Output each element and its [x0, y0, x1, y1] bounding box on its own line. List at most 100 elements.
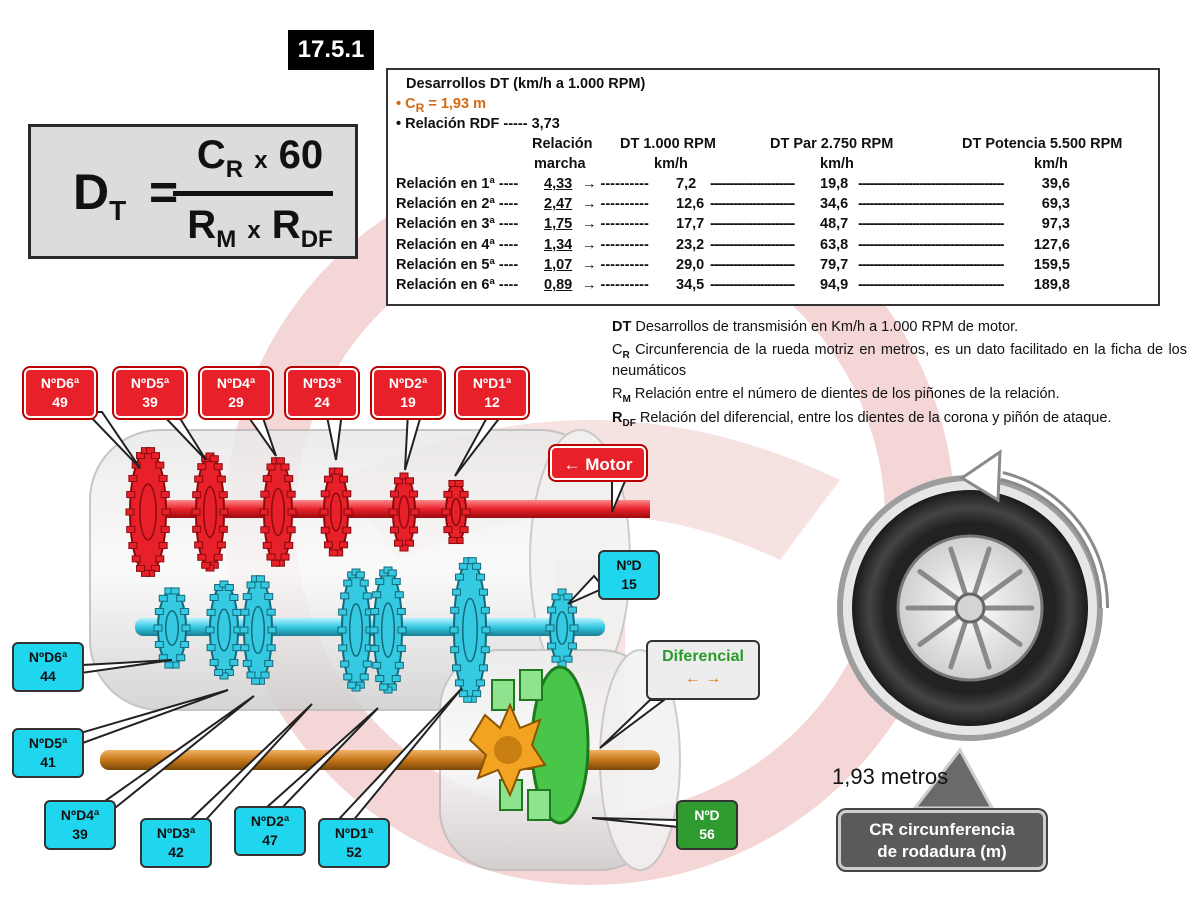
secondary-gear: [369, 566, 407, 694]
secondary-gear: [205, 580, 243, 680]
differential: [100, 665, 660, 825]
differential-callout: Diferencial← →: [646, 640, 760, 700]
secondary-gear: [239, 575, 277, 685]
row-par: 63,8: [820, 236, 849, 253]
legend-dt: DT Desarrollos de transmisión en Km/h a …: [612, 319, 1019, 335]
secondary-gear: [153, 587, 191, 669]
row-par: 48,7: [820, 216, 849, 233]
row-ratio: 1,75: [544, 216, 573, 233]
row-label: Relación en 3ª ----: [396, 216, 519, 233]
row-dt1000: 29,0: [676, 256, 705, 273]
row-leader: ----------------------: [710, 216, 795, 233]
ratios-table: Desarrollos DT (km/h a 1.000 RPM) • CR =…: [386, 68, 1160, 306]
row-ratio: 1,07: [544, 256, 573, 273]
row-ratio: 4,33: [544, 176, 573, 192]
row-label: Relación en 5ª ----: [396, 256, 519, 273]
legend-rdf: RDF Relación del diferencial, entre los …: [612, 410, 1112, 430]
row-par: 34,6: [820, 196, 849, 213]
row-ratio: 2,47: [544, 196, 573, 213]
formula-box: DT = CR x 60 RM x RDF: [28, 124, 358, 259]
header-dt1000: DT 1.000 RPM: [620, 136, 716, 152]
row-leader: ----------------------: [710, 196, 795, 213]
row-leader: ----------------------: [710, 277, 795, 293]
row-leader: ----------------------: [710, 236, 795, 253]
header-par: DT Par 2.750 RPM: [770, 136, 894, 152]
primary-gear: [259, 457, 297, 567]
secondary-gear: [337, 568, 375, 692]
wheel-icon: [837, 475, 1103, 741]
row-leader: → ----------: [582, 196, 649, 213]
row-pot: 69,3: [1041, 196, 1070, 213]
row-leader: --------------------------------------: [858, 196, 1004, 213]
primary-gear: [441, 479, 471, 545]
header-dt1000-unit: km/h: [654, 156, 688, 172]
row-label: Relación en 1ª ----: [396, 176, 519, 192]
row-leader: → ----------: [582, 216, 649, 233]
row-par: 94,9: [820, 277, 849, 293]
row-label: Relación en 6ª ----: [396, 277, 519, 293]
primary-gear: [388, 472, 420, 552]
row-dt1000: 7,2: [676, 176, 697, 192]
formula-fraction-bar: [173, 191, 333, 196]
row-leader: → ----------: [582, 256, 649, 273]
header-par-unit: km/h: [820, 156, 854, 172]
header-pot-unit: km/h: [1034, 156, 1068, 172]
row-label: Relación en 2ª ----: [396, 196, 519, 213]
row-leader: --------------------------------------: [858, 216, 1004, 233]
row-leader: --------------------------------------: [858, 256, 1004, 273]
table-rdf-line: • Relación RDF ----- 3,73: [396, 116, 560, 132]
primary-gear: [191, 452, 229, 572]
row-par: 19,8: [820, 176, 849, 192]
secondary-gear: [449, 557, 491, 703]
secondary-gear: [545, 588, 579, 668]
header-marcha: marcha: [534, 156, 586, 172]
table-cr-line: • CR = 1,93 m: [396, 96, 486, 115]
callout-pointers: [61, 411, 689, 829]
header-relacion: Relación: [532, 136, 593, 152]
row-dt1000: 34,5: [676, 277, 705, 293]
row-dt1000: 12,6: [676, 196, 705, 213]
row-leader: ----------------------: [710, 256, 795, 273]
cr-pointer: [911, 747, 995, 810]
row-ratio: 0,89: [544, 277, 573, 293]
row-leader: --------------------------------------: [858, 236, 1004, 253]
row-pot: 97,3: [1041, 216, 1070, 233]
rotation-arrow-icon: [959, 449, 1110, 609]
header-pot: DT Potencia 5.500 RPM: [962, 136, 1123, 152]
row-ratio: 1,34: [544, 236, 573, 253]
row-leader: --------------------------------------: [858, 277, 1004, 293]
primary-gear: [125, 447, 171, 577]
legend-rm: RM Relación entre el número de dientes d…: [612, 385, 1060, 405]
row-leader: --------------------------------------: [858, 176, 1004, 192]
row-dt1000: 23,2: [676, 236, 705, 253]
legend-cr: CR Circunferencia de la rueda motriz en …: [612, 341, 1187, 379]
row-dt1000: 17,7: [676, 216, 705, 233]
formula-numerator: CR x 60: [196, 133, 324, 183]
table-title: Desarrollos DT (km/h a 1.000 RPM): [406, 76, 646, 92]
row-pot: 127,6: [1033, 236, 1070, 253]
row-leader: → ----------: [582, 176, 649, 192]
row-pot: 39,6: [1041, 176, 1070, 192]
row-leader: → ----------: [582, 277, 649, 293]
formula-lhs: DT: [73, 164, 127, 226]
motor-callout: ← Motor: [550, 446, 646, 480]
legend: DT Desarrollos de transmisión en Km/h a …: [612, 318, 1187, 434]
row-leader: ----------------------: [710, 176, 795, 192]
row-par: 79,7: [820, 256, 849, 273]
